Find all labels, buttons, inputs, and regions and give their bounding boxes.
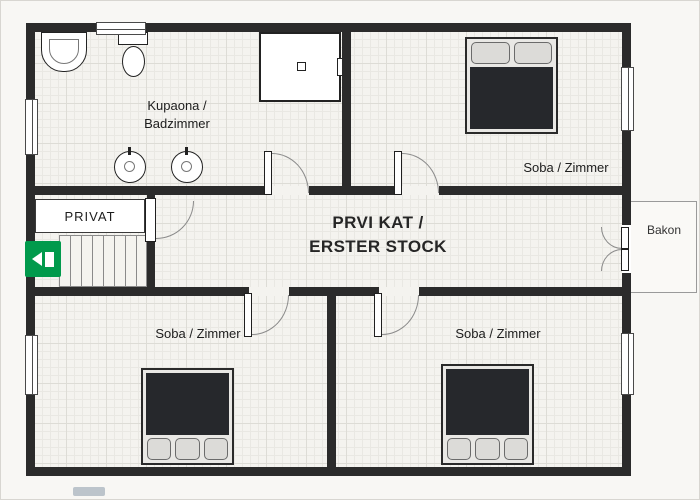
private-label: PRIVAT bbox=[64, 208, 116, 224]
basin-tap-icon bbox=[128, 147, 131, 155]
pillow-icon bbox=[471, 42, 510, 64]
sink-basin bbox=[49, 39, 79, 64]
floor-title: PRVI KAT / ERSTER STOCK bbox=[309, 213, 447, 256]
exit-sign-icon bbox=[25, 241, 61, 277]
pillow-icon bbox=[475, 438, 500, 460]
shower-cabin-icon bbox=[259, 32, 345, 102]
bed-icon bbox=[441, 364, 534, 465]
wall-hall-upper bbox=[26, 186, 269, 195]
window-left-lower bbox=[25, 335, 38, 395]
wall-divider-bottom-rooms bbox=[327, 287, 336, 467]
scale-marker bbox=[73, 487, 105, 496]
door-leaf-private bbox=[145, 198, 156, 242]
stairs-icon bbox=[59, 235, 147, 287]
pillow-icon bbox=[447, 438, 472, 460]
basin-inner bbox=[181, 161, 192, 172]
bed-icon bbox=[465, 37, 558, 134]
shower-drain-icon bbox=[297, 62, 306, 71]
window-right-upper bbox=[621, 67, 634, 131]
wall-bottom bbox=[26, 467, 631, 476]
door-leaf-balcony-top bbox=[621, 227, 629, 249]
exit-arrow-icon bbox=[32, 252, 42, 266]
wall-hall-lower bbox=[26, 287, 249, 296]
private-label-box: PRIVAT bbox=[35, 199, 145, 233]
door-gap-bedroom-bottom-right bbox=[379, 287, 419, 296]
bed-icon bbox=[141, 368, 234, 465]
bathroom-label: Kupaona / Badzimmer bbox=[144, 98, 210, 131]
basin-tap-icon bbox=[185, 147, 188, 155]
wall-private-stub bbox=[147, 195, 155, 200]
door-leaf-balcony-bottom bbox=[621, 249, 629, 271]
pillow-icon bbox=[503, 438, 528, 460]
pillow-icon bbox=[147, 438, 172, 460]
balcony-area bbox=[630, 201, 697, 293]
bedroom-bottom-right-label: Soba / Zimmer bbox=[455, 326, 541, 341]
pillow-icon bbox=[203, 438, 228, 460]
bedroom-top-right-label: Soba / Zimmer bbox=[523, 160, 609, 175]
exit-door-icon bbox=[45, 251, 54, 267]
door-leaf-bathroom bbox=[264, 151, 272, 195]
door-gap-bedroom-bottom-left bbox=[249, 287, 289, 296]
blanket bbox=[146, 373, 229, 435]
window-right-lower bbox=[621, 333, 634, 395]
door-leaf-bedroom-bottom-left bbox=[244, 293, 252, 337]
wall-hall-upper bbox=[309, 186, 399, 195]
window-top bbox=[96, 22, 146, 35]
wall-hall-upper bbox=[439, 186, 622, 195]
door-leaf-bedroom-bottom-right bbox=[374, 293, 382, 337]
pillow-icon bbox=[513, 42, 552, 64]
window-left-upper bbox=[25, 99, 38, 155]
sink-icon bbox=[41, 32, 87, 72]
balcony-label: Bakon bbox=[646, 223, 682, 237]
wall-top bbox=[26, 23, 631, 32]
blanket bbox=[446, 369, 529, 435]
round-basin-icon bbox=[114, 147, 146, 183]
blanket bbox=[470, 67, 553, 129]
door-leaf-bedroom-top bbox=[394, 151, 402, 195]
round-basin-icon bbox=[171, 147, 203, 183]
wall-divider-top-rooms bbox=[342, 23, 351, 195]
wall-private bbox=[147, 239, 155, 287]
wall-hall-lower bbox=[419, 287, 622, 296]
pillow-icon bbox=[175, 438, 200, 460]
bedroom-bottom-left-label: Soba / Zimmer bbox=[155, 326, 241, 341]
basin-inner bbox=[124, 161, 135, 172]
toilet-bowl-icon bbox=[122, 46, 145, 77]
